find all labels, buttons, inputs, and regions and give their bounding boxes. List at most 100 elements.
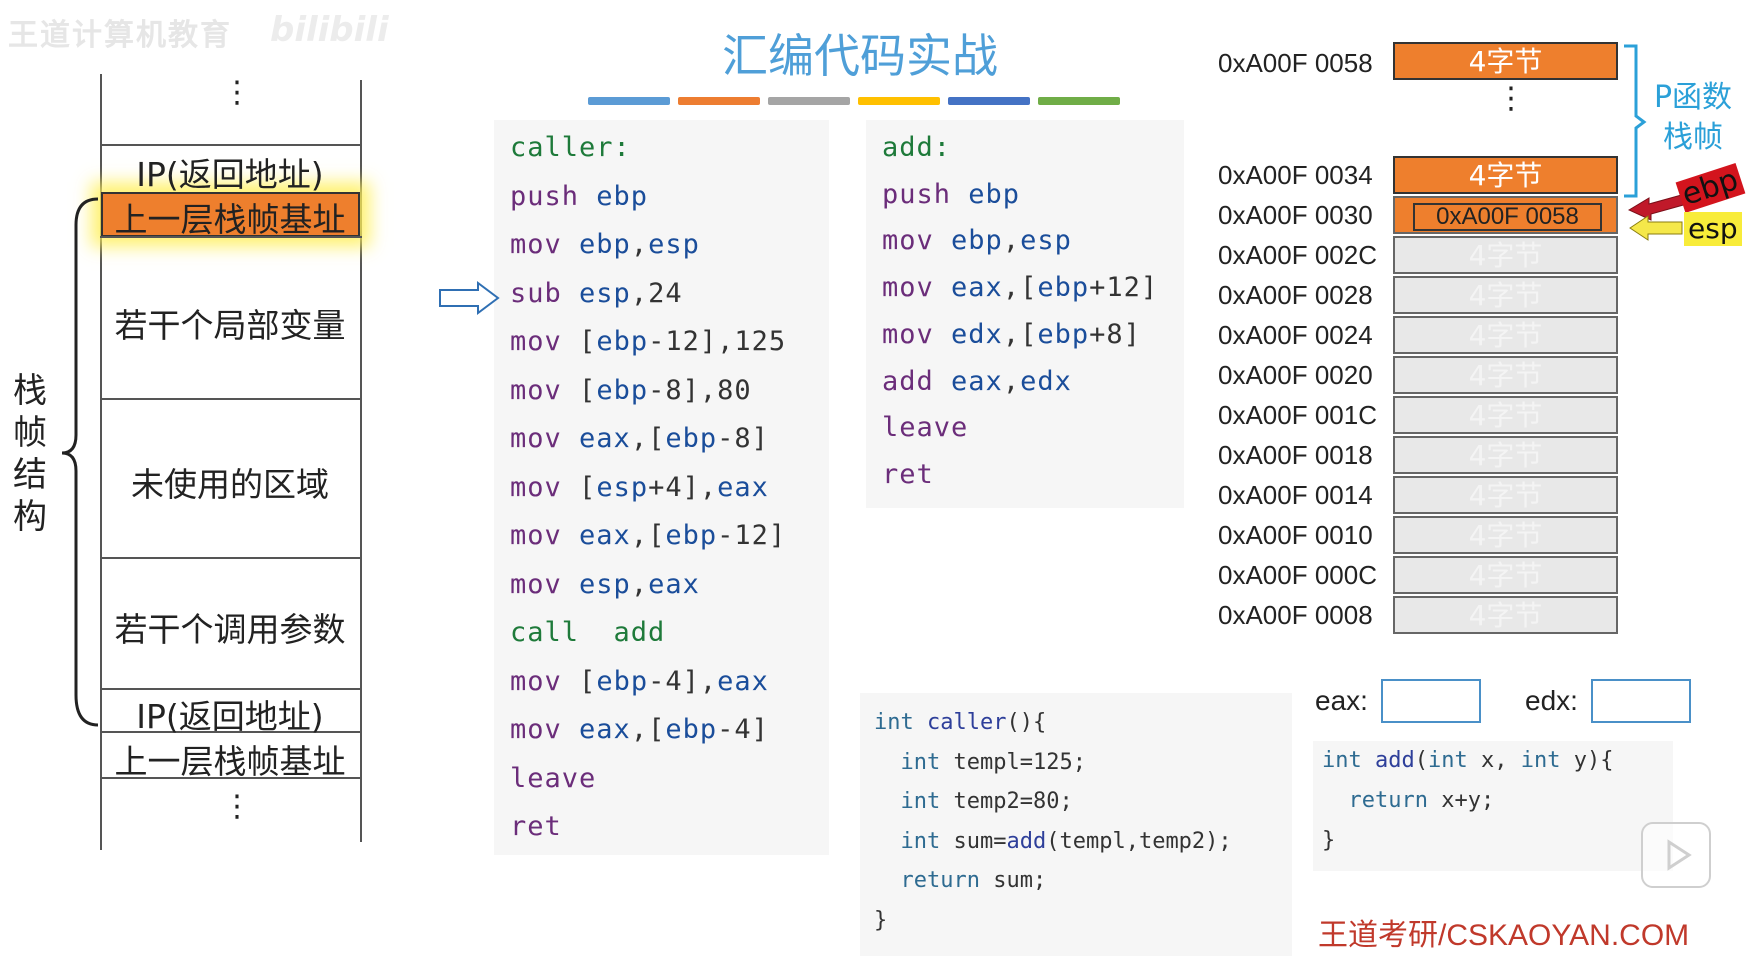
caller-asm-line: call add <box>510 617 666 648</box>
add-c-line: int add(int x, int y){ <box>1322 748 1614 773</box>
stack-cell-prev-ebp: 上一层栈帧基址 <box>114 200 346 239</box>
divider <box>100 777 362 779</box>
asm-opcode: mov <box>882 318 934 350</box>
caller-c-line: return sum; <box>900 868 1047 893</box>
memory-cell: 4字节 <box>1393 316 1618 354</box>
caller-asm-line: mov ebp,esp <box>510 229 700 260</box>
asm-opcode: mov <box>510 520 562 551</box>
add-asm-line: leave <box>882 412 968 443</box>
memory-cell: 4字节 <box>1393 476 1618 514</box>
eax-value-box <box>1381 679 1481 723</box>
color-bar <box>858 97 940 105</box>
caller-c-panel <box>860 693 1292 956</box>
add-asm-line: add eax,edx <box>882 365 1072 397</box>
asm-label: add: <box>882 132 952 163</box>
asm-opcode: mov <box>882 272 934 304</box>
memory-cell: 4字节 <box>1393 396 1618 434</box>
caller-asm-line: mov [ebp-12],125 <box>510 326 787 357</box>
add-asm-line: push ebp <box>882 178 1021 210</box>
stack-top-ellipsis: ⋮ <box>222 75 252 110</box>
memory-cell: 4字节 <box>1393 236 1618 274</box>
caller-asm-panel <box>494 120 829 855</box>
frame-brace <box>61 197 99 727</box>
stack-cell-prev-ebp-2: 上一层栈帧基址 <box>114 742 346 781</box>
caller-asm-line: mov [esp+4],eax <box>510 471 769 503</box>
memory-ellipsis: ⋮ <box>1496 81 1526 116</box>
asm-opcode: mov <box>510 423 562 454</box>
p-frame-label: P函数栈帧 <box>1653 80 1733 155</box>
divider <box>100 398 362 400</box>
stack-cell-return-address: IP(返回地址) <box>136 155 324 194</box>
add-asm-line: mov eax,[ebp+12] <box>882 272 1159 304</box>
memory-address: 0xA00F 0008 <box>1218 600 1373 630</box>
page-title: 汇编代码实战 <box>722 29 998 83</box>
stack-bottom-ellipsis: ⋮ <box>222 789 252 824</box>
add-c-line: } <box>1322 828 1336 853</box>
saved-ebp-value: 0xA00F 0058 <box>1413 203 1602 231</box>
ebp-label: ebp <box>1675 162 1745 213</box>
caller-c-line: int temp2=80; <box>900 789 1073 814</box>
divider <box>100 144 362 146</box>
asm-opcode: ret <box>510 811 562 842</box>
divider <box>100 731 362 733</box>
play-overlay-button[interactable] <box>1641 822 1711 888</box>
stack-cell-unused: 未使用的区域 <box>131 465 329 504</box>
stack-left-border <box>100 74 102 850</box>
memory-address: 0xA00F 0024 <box>1218 320 1373 350</box>
asm-label: caller: <box>510 132 631 163</box>
caller-asm-line: mov eax,[ebp-8] <box>510 423 769 454</box>
caller-asm-line: ret <box>510 811 562 842</box>
asm-opcode: leave <box>882 412 969 444</box>
add-asm-panel <box>866 120 1184 508</box>
memory-cell: 4字节 <box>1393 356 1618 394</box>
stack-cell-return-address-2: IP(返回地址) <box>136 697 324 736</box>
add-asm-line: add: <box>882 132 951 163</box>
add-asm-line: ret <box>882 459 934 490</box>
caller-asm-line: mov [ebp-4],eax <box>510 665 769 697</box>
caller-asm-line: mov esp,eax <box>510 568 700 600</box>
caller-asm-line: leave <box>510 763 596 794</box>
memory-address: 0xA00F 0028 <box>1218 280 1373 310</box>
caller-asm-line: push ebp <box>510 180 649 212</box>
add-c-panel <box>1313 741 1673 871</box>
memory-cell: 4字节 <box>1393 436 1618 474</box>
color-bar <box>678 97 760 105</box>
memory-address: 0xA00F 002C <box>1218 240 1377 270</box>
asm-opcode: push <box>882 178 952 210</box>
asm-opcode: mov <box>510 568 562 600</box>
edx-value-box <box>1591 679 1691 723</box>
memory-address-top: 0xA00F 0058 <box>1218 48 1373 78</box>
asm-opcode: sub <box>510 277 562 309</box>
caller-asm-line: mov eax,[ebp-12] <box>510 520 787 551</box>
add-asm-line: mov ebp,esp <box>882 225 1072 257</box>
asm-opcode: ret <box>882 458 934 490</box>
caller-asm-line: mov [ebp-8],80 <box>510 374 752 406</box>
caller-c-line: int sum=add(templ,temp2); <box>900 828 1232 854</box>
asm-opcode: mov <box>510 229 562 260</box>
memory-address: 0xA00F 0018 <box>1218 440 1373 470</box>
color-bar <box>768 97 850 105</box>
asm-opcode: mov <box>510 471 562 503</box>
memory-cell: 4字节 <box>1393 276 1618 314</box>
caller-c-line: int caller(){ <box>874 710 1047 735</box>
esp-arrow-icon <box>1629 215 1683 241</box>
memory-cell: 4字节 <box>1393 516 1618 554</box>
stack-right-border <box>360 80 362 842</box>
caller-asm-line: caller: <box>510 132 631 163</box>
asm-opcode: add <box>882 365 934 397</box>
stack-cell-params: 若干个调用参数 <box>114 610 346 649</box>
divider <box>100 236 362 238</box>
esp-label: esp <box>1684 212 1742 246</box>
memory-cell-top: 4字节 <box>1393 42 1618 80</box>
add-c-line: return x+y; <box>1348 788 1495 813</box>
memory-address: 0xA00F 0030 <box>1218 200 1373 230</box>
memory-address: 0xA00F 000C <box>1218 560 1377 590</box>
caller-c-line: int templ=125; <box>900 749 1086 775</box>
frame-range-bracket <box>1624 44 1647 198</box>
memory-address: 0xA00F 0034 <box>1218 160 1373 190</box>
memory-cell: 4字节 <box>1393 556 1618 594</box>
asm-opcode: mov <box>510 714 562 745</box>
current-line-arrow-icon <box>439 281 500 315</box>
divider <box>100 557 362 559</box>
stack-frame-vertical-label: 栈帧结构 <box>13 371 47 537</box>
